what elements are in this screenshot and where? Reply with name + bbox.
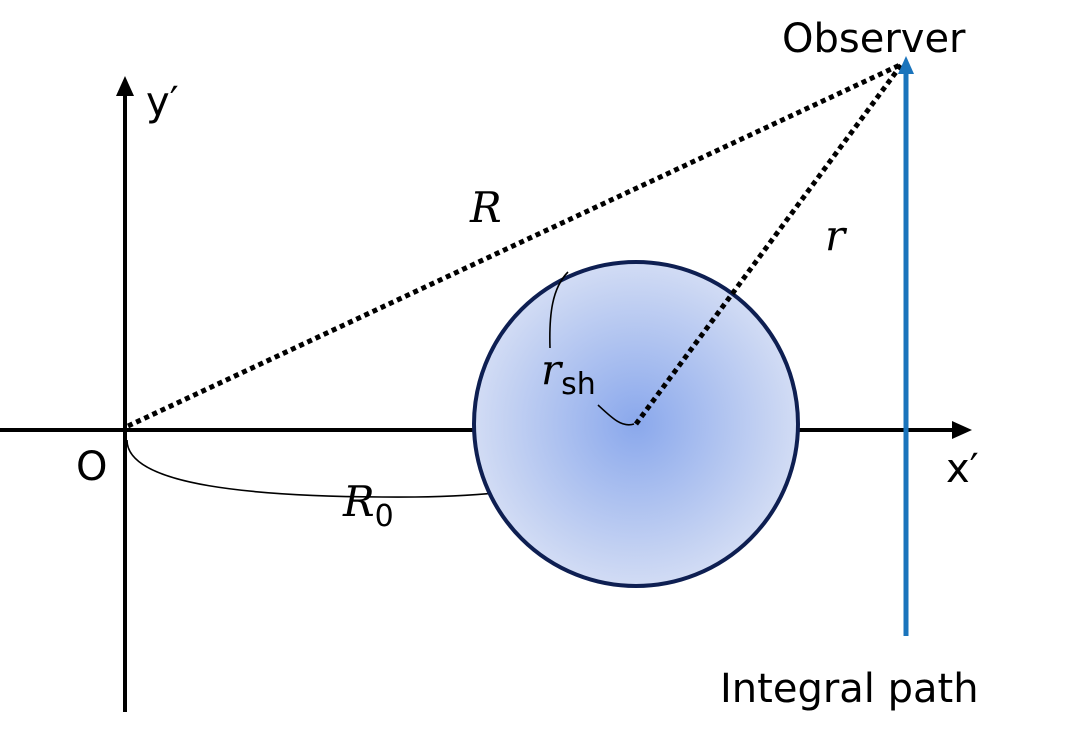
r0-label: R0: [342, 477, 394, 534]
integral-path-arrowhead: [898, 56, 914, 74]
R-label: R: [469, 183, 502, 232]
rsh-label-base: r: [541, 345, 564, 394]
dotted-line-r: [633, 62, 905, 426]
origin-label: O: [76, 444, 107, 490]
rsh-label: rsh: [541, 345, 596, 402]
rsh-brace-curve: [549, 271, 635, 426]
integral-path-label: Integral path: [720, 666, 979, 712]
r-label: r: [825, 211, 848, 260]
rsh-label-subscript: sh: [561, 367, 596, 402]
r0-label-subscript: 0: [375, 499, 394, 534]
y-axis-arrowhead: [116, 76, 134, 96]
x-axis-arrowhead: [952, 421, 972, 439]
observer-label: Observer: [782, 16, 966, 62]
dotted-line-R: [126, 61, 904, 429]
x-axis-label: x′: [946, 446, 979, 492]
r0-label-base: R: [342, 477, 375, 526]
y-axis-label: y′: [146, 79, 179, 125]
